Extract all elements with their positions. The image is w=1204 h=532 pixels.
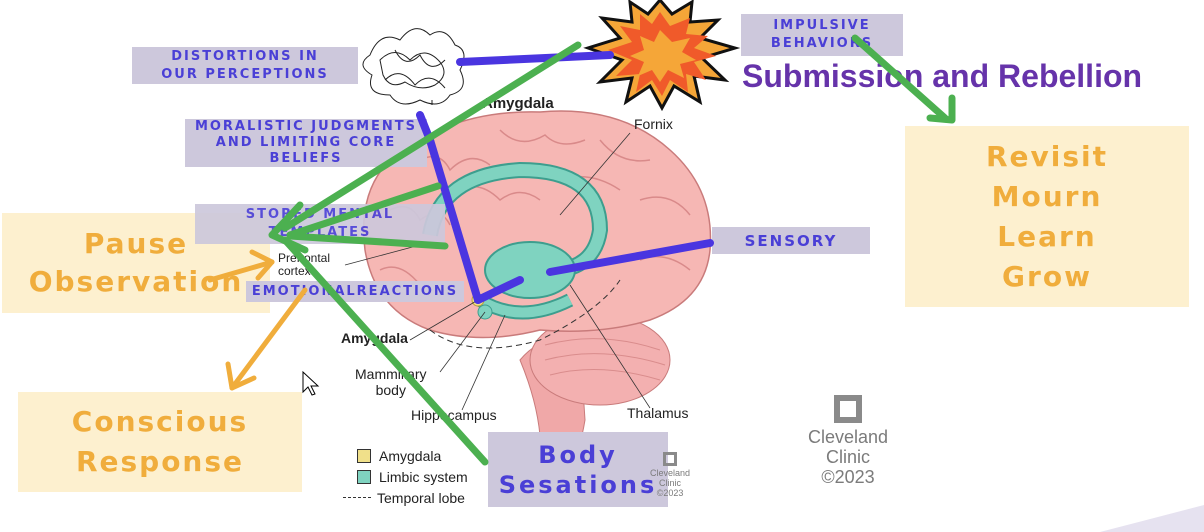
- legend-swatch-limbic: [357, 469, 371, 484]
- revisit-box: Revisit Mourn Learn Grow: [905, 126, 1189, 307]
- body-sensations-label: Body Sesations: [488, 432, 668, 507]
- cleveland-large-name: Cleveland Clinic: [808, 427, 889, 467]
- sensory-label: SENSORY: [712, 227, 870, 254]
- legend-label-temporal: Temporal lobe: [377, 489, 465, 506]
- fornix-label: Fornix: [634, 116, 673, 132]
- thalamus-label: Thalamus: [627, 405, 689, 421]
- cleveland-small-year: ©2023: [656, 488, 684, 498]
- green-arrow-to-revisit: [851, 34, 949, 122]
- cleveland-small-logo-icon: [663, 452, 678, 466]
- green-arrow-amygdala: [286, 182, 442, 239]
- green-arrow-impulsive: [281, 41, 582, 232]
- green-arrow-body: [281, 236, 489, 466]
- green-arrowhead-pause: [268, 201, 309, 254]
- blue-line-moralistic: [416, 111, 482, 304]
- blue-line-distortion: [456, 51, 614, 66]
- orange-arrow-to-prefrontal: [207, 259, 275, 283]
- cleveland-large-year: ©2023: [821, 467, 875, 487]
- orange-arrow-to-conscious: [229, 287, 308, 391]
- legend-swatch-amygdala: [357, 448, 371, 463]
- mouse-cursor: [302, 370, 320, 396]
- impulsive-label: IMPULSIVE BEHAVIORS: [741, 14, 903, 56]
- legend-swatch-temporal: [343, 497, 371, 498]
- legend-label-amygdala: Amygdala: [379, 447, 442, 464]
- distortions-label: DISTORTIONS IN OUR PERCEPTIONS: [132, 47, 358, 84]
- amygdala-top-label: Amygdala: [482, 95, 554, 112]
- legend: Amygdala Limbic system Temporal lobe: [343, 445, 468, 508]
- blue-line-sensory: [546, 239, 714, 276]
- cleveland-small-name: Cleveland Clinic: [650, 468, 691, 488]
- cleveland-small-watermark: Cleveland Clinic ©2023: [650, 452, 690, 498]
- moralistic-label: MORALISTIC JUDGMENTS AND LIMITING CORE B…: [185, 119, 427, 167]
- legend-label-limbic: Limbic system: [379, 468, 468, 485]
- cleveland-large-logo-icon: [834, 395, 863, 423]
- headline: Submission and Rebellion: [742, 58, 1143, 94]
- green-arrow-limbic: [286, 232, 449, 250]
- cleveland-large-watermark: Cleveland Clinic ©2023: [808, 395, 888, 487]
- conscious-response-box: Conscious Response: [18, 392, 302, 492]
- hippocampus-label: Hippocampus: [411, 407, 497, 423]
- green-arrowhead-revisit: [926, 94, 956, 124]
- blue-line-center: [474, 276, 524, 304]
